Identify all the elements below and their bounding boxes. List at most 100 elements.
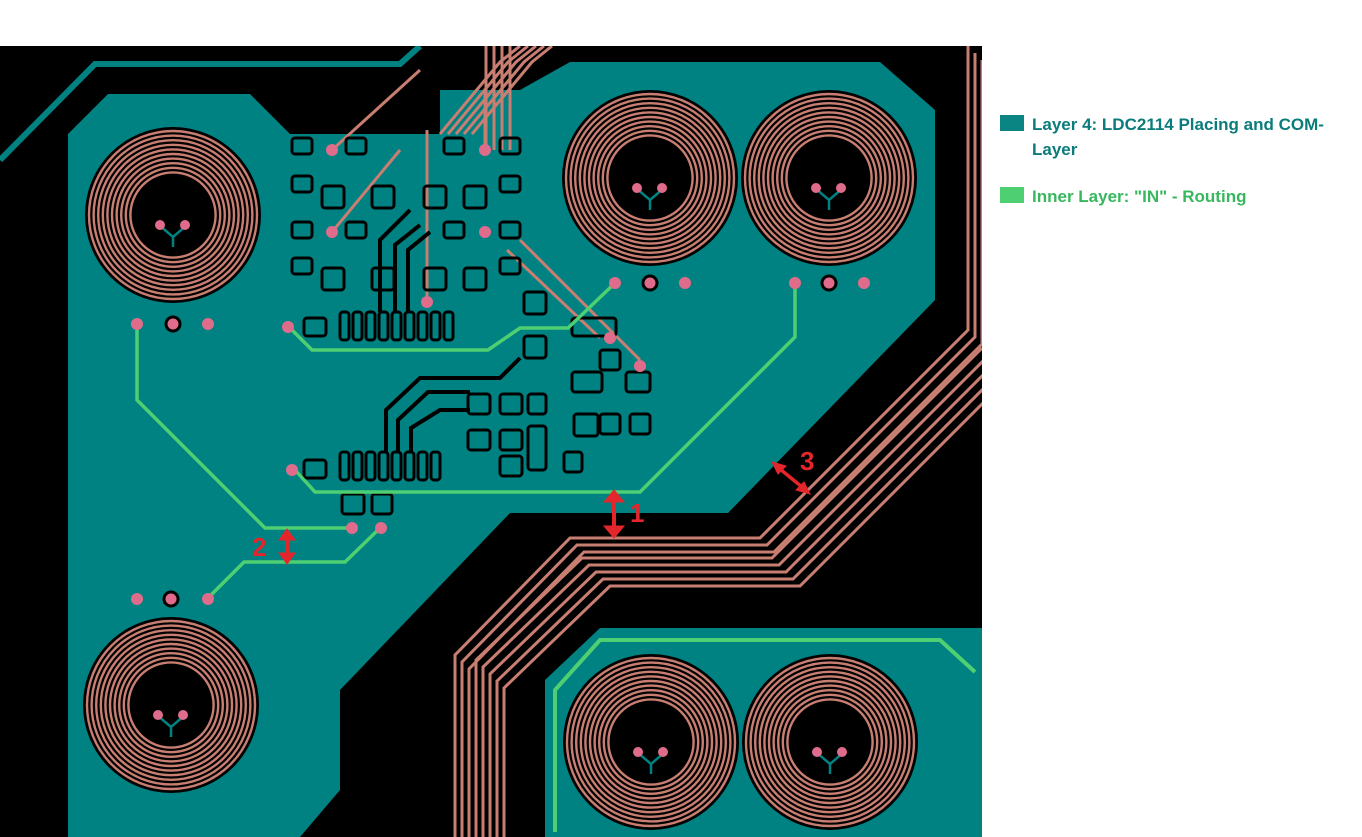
ic-fanout-traces bbox=[378, 208, 522, 452]
coil-5 bbox=[563, 654, 739, 830]
marker-1-label: 1 bbox=[630, 498, 644, 528]
marker-3-label: 3 bbox=[800, 446, 814, 476]
via-7 bbox=[634, 360, 646, 372]
ic2-pin-3 bbox=[377, 450, 390, 482]
signal-trace-4 bbox=[505, 248, 602, 340]
pad-3 bbox=[498, 136, 522, 156]
legend-swatch-green bbox=[1000, 187, 1024, 203]
pad-26 bbox=[624, 370, 652, 394]
inner-routing bbox=[135, 281, 797, 600]
ic1-pin-6 bbox=[416, 310, 429, 342]
outline-trace-bottom-right bbox=[553, 638, 977, 832]
outline-trace-top bbox=[0, 46, 423, 163]
pad-27 bbox=[466, 392, 492, 416]
pad-37 bbox=[628, 412, 652, 436]
route-coil4 bbox=[206, 526, 382, 600]
coils bbox=[83, 90, 918, 830]
ic1-pin-3 bbox=[377, 310, 390, 342]
legend-label-layer4: Layer 4: LDC2114 Placing and COM-Layer bbox=[1032, 115, 1324, 159]
pad-34 bbox=[562, 450, 584, 474]
pad-15 bbox=[320, 266, 346, 292]
coil-1 bbox=[85, 127, 261, 303]
ground-via-1 bbox=[641, 274, 659, 292]
bus-trace-top-0 bbox=[438, 46, 521, 135]
via-11 bbox=[131, 318, 143, 330]
via-13 bbox=[609, 277, 621, 289]
legend: Layer 4: LDC2114 Placing and COM-Layer I… bbox=[1000, 112, 1340, 231]
pad-31 bbox=[498, 428, 524, 452]
route-ic2 bbox=[293, 283, 797, 494]
via-2 bbox=[326, 226, 338, 238]
pad-7 bbox=[422, 184, 448, 210]
pad-5 bbox=[320, 184, 346, 210]
ic1-pin-2 bbox=[364, 310, 377, 342]
via-0 bbox=[326, 144, 338, 156]
legend-item-layer4: Layer 4: LDC2114 Placing and COM-Layer bbox=[1000, 112, 1340, 162]
coil-3 bbox=[741, 90, 917, 266]
pcb-layout: 1 2 3 bbox=[0, 46, 982, 837]
pad-33 bbox=[498, 454, 524, 478]
bus-trace-right-b-1 bbox=[481, 359, 982, 837]
via-18 bbox=[202, 593, 214, 605]
coil-6 bbox=[742, 654, 918, 830]
ic1-pin-7 bbox=[429, 310, 442, 342]
via-1 bbox=[479, 144, 491, 156]
pad-35 bbox=[572, 412, 600, 438]
pad-10 bbox=[290, 220, 314, 240]
ic1-pin-1 bbox=[351, 310, 364, 342]
pad-13 bbox=[498, 220, 522, 240]
pad-36 bbox=[598, 412, 622, 436]
via-9 bbox=[346, 522, 358, 534]
clearance-marker-3: 3 bbox=[771, 446, 814, 495]
coil-2 bbox=[562, 90, 738, 266]
ic2-pin-0 bbox=[338, 450, 351, 482]
signal-trace-3 bbox=[330, 149, 402, 233]
ground-via-3 bbox=[162, 590, 180, 608]
pad-2 bbox=[442, 136, 466, 156]
pad-23 bbox=[570, 316, 618, 338]
bus-trace-top-4 bbox=[470, 46, 553, 135]
ic-footprints bbox=[290, 136, 652, 516]
pad-38 bbox=[302, 458, 328, 480]
pad-0 bbox=[290, 136, 314, 156]
bus-trace-right-b-4 bbox=[502, 401, 982, 837]
legend-item-inner: Inner Layer: "IN" - Routing bbox=[1000, 184, 1340, 209]
legend-label-inner: Inner Layer: "IN" - Routing bbox=[1032, 187, 1247, 206]
bus-trace-top-2 bbox=[454, 46, 537, 135]
pad-11 bbox=[344, 220, 368, 240]
bus-trace-right-1 bbox=[460, 53, 977, 837]
legend-swatch-teal bbox=[1000, 115, 1024, 131]
signal-trace-0 bbox=[330, 68, 422, 152]
via-10 bbox=[375, 522, 387, 534]
pad-25 bbox=[598, 348, 622, 372]
bus-traces bbox=[330, 46, 982, 837]
pad-32 bbox=[526, 424, 548, 472]
clearance-marker-2: 2 bbox=[252, 528, 296, 565]
bus-trace-top-1 bbox=[446, 46, 529, 135]
bus-trace-right-0 bbox=[453, 46, 970, 837]
ic1-pin-0 bbox=[338, 310, 351, 342]
pad-20 bbox=[302, 316, 328, 338]
ground-via-0 bbox=[164, 315, 182, 333]
pad-28 bbox=[498, 392, 524, 416]
via-5 bbox=[282, 321, 294, 333]
ic2-pin-7 bbox=[429, 450, 442, 482]
pad-18 bbox=[462, 266, 488, 292]
via-6 bbox=[604, 332, 616, 344]
pad-39 bbox=[340, 492, 366, 516]
clearance-marker-1: 1 bbox=[602, 489, 644, 539]
pad-17 bbox=[422, 266, 448, 292]
ic1-pin-8 bbox=[442, 310, 455, 342]
route-ic1 bbox=[288, 281, 617, 352]
marker-2-label: 2 bbox=[252, 532, 266, 562]
via-15 bbox=[789, 277, 801, 289]
pad-22 bbox=[522, 334, 548, 360]
pad-12 bbox=[442, 220, 466, 240]
via-17 bbox=[131, 593, 143, 605]
ic2-pin-2 bbox=[364, 450, 377, 482]
via-8 bbox=[286, 464, 298, 476]
pad-29 bbox=[526, 392, 548, 416]
coil-4 bbox=[83, 617, 259, 793]
ground-via-2 bbox=[820, 274, 838, 292]
ic2-pin-6 bbox=[416, 450, 429, 482]
